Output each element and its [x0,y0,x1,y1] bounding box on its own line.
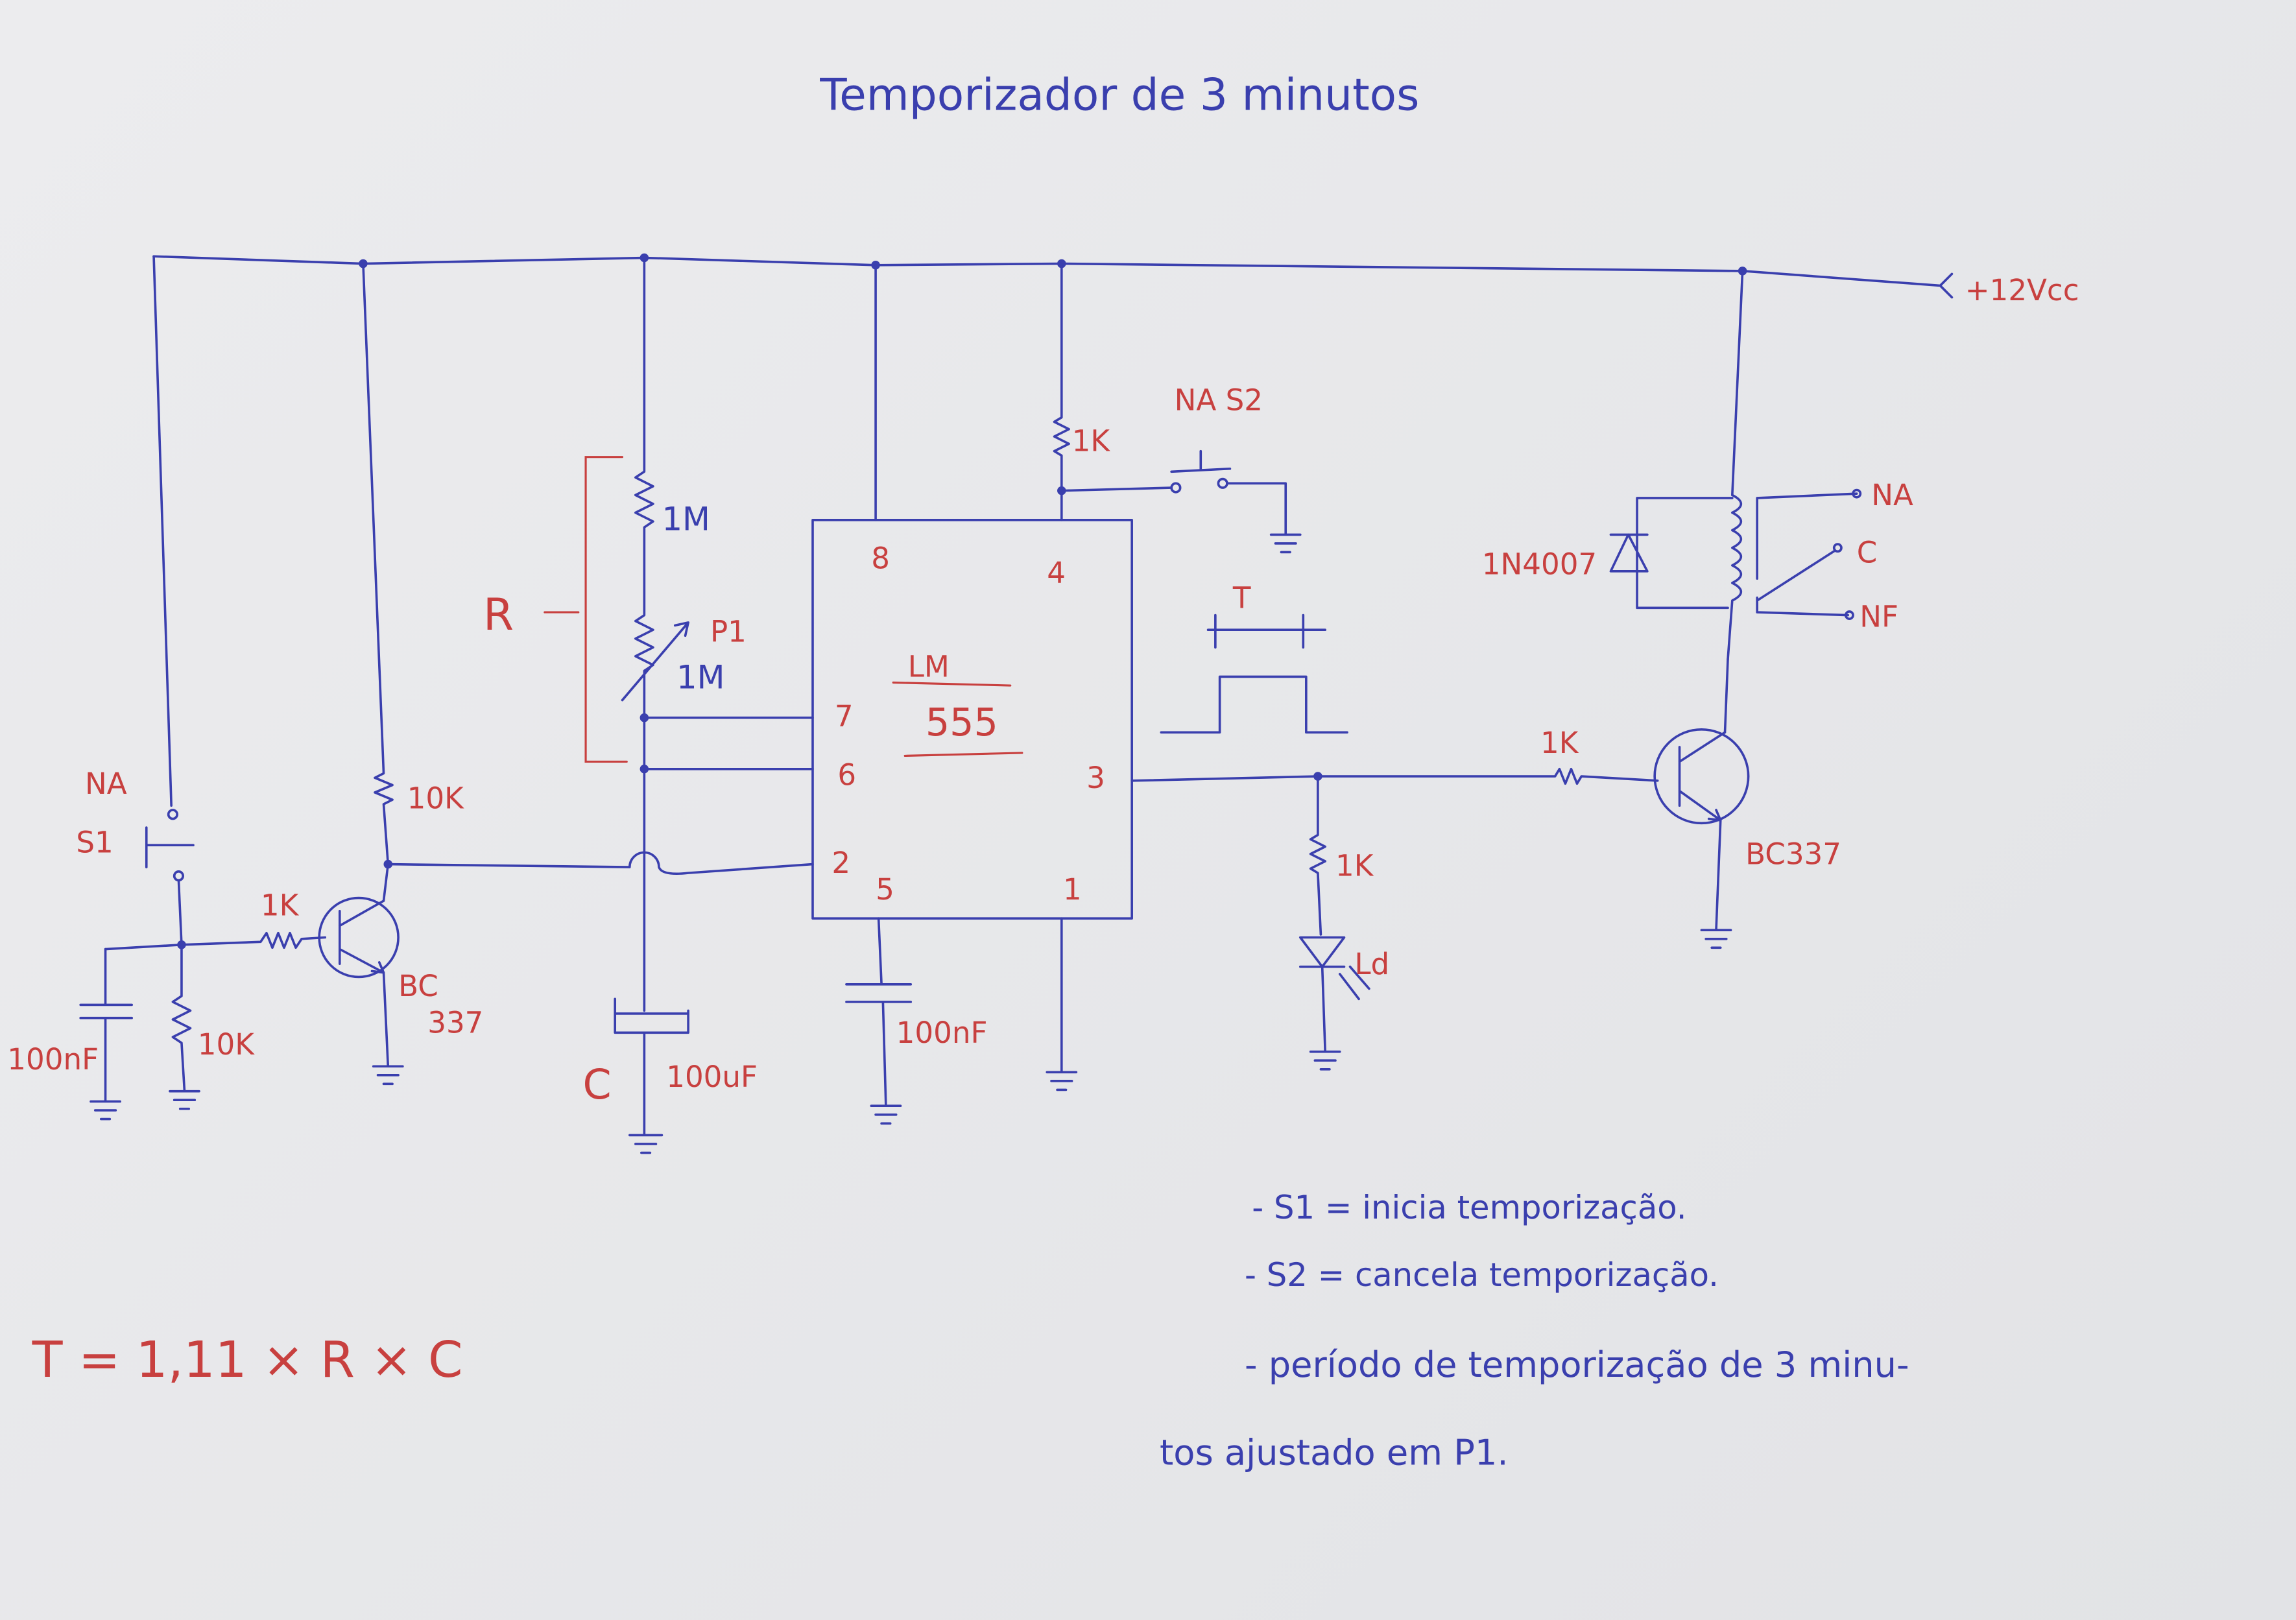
cap-pin5-label: 100nF [896,1016,988,1050]
diode-label: 1N4007 [1482,547,1597,581]
resistor-1m [621,256,814,1012]
pin-8: 8 [871,541,890,575]
cap-left-label: 100nF [7,1042,99,1077]
switch-s2 [1060,449,1302,554]
note-s1: - S1 = inicia temporização. [1252,1189,1686,1226]
led-branch [1298,775,1370,1071]
capacitor-left [79,947,133,1121]
pin-4: 4 [1047,556,1066,590]
relay-na-label: NA [1871,478,1913,512]
pin-5: 5 [876,872,894,907]
s2-label: NA S2 [1175,383,1263,417]
r-base-left-label: 1K [261,888,300,923]
transistor-q2 [1653,658,1750,949]
resistor-pulldown [169,943,200,1110]
switch-s1 [145,255,195,946]
supply-label: +12Vcc [1965,273,2079,307]
pot-label: P1 [710,614,747,649]
r-bracket [544,456,628,763]
r-bracket-label: R [483,589,514,640]
wire-base-left [104,931,327,951]
pin-2: 2 [831,846,850,880]
relay-nf-label: NF [1860,600,1898,634]
led-label: Ld [1354,947,1389,981]
r-collector-label: 10K [407,781,464,816]
pin-7: 7 [835,699,854,733]
r-pulldown-label: 10K [198,1027,255,1062]
capacitor-pin5 [845,917,913,1125]
pin-6: 6 [837,758,856,792]
pulse-waveform [1160,613,1348,734]
pulse-t-label: T [1232,580,1251,615]
relay [1609,270,1862,661]
q2-label: BC337 [1745,837,1841,872]
relay-c-label: C [1857,535,1878,569]
r-pin4-label: 1K [1072,424,1111,459]
wire-pin1-ground [1046,917,1078,1091]
diagram-title: Temporizador de 3 minutos [819,69,1419,120]
cap-c-label: C [583,1060,612,1108]
resistor-pin4 [1053,262,1070,521]
resistor-collector [362,262,394,866]
pin-1: 1 [1063,872,1082,907]
ic-555 [811,518,1133,920]
ic-underline [892,681,1023,757]
note-period: - período de temporização de 3 minu- [1245,1344,1909,1385]
s1-label: S1 [76,825,113,859]
transistor-q1 [318,863,404,1086]
pin-3: 3 [1086,761,1105,795]
supply-rail [152,255,1954,299]
formula: T = 1,11 × R × C [32,1331,463,1389]
q1-number: 337 [427,1005,483,1040]
capacitor-c [614,997,689,1154]
wire-output [1130,767,1659,785]
q1-label: BC [398,969,438,1003]
ic-name-top: LM [908,649,950,684]
cap-c-value: 100uF [666,1060,758,1094]
s1-na-label: NA [85,767,127,801]
pot-value: 1M [676,659,724,697]
ic-name-bottom: 555 [926,700,998,744]
wire-trigger [387,851,814,876]
r-led-label: 1K [1335,849,1374,883]
note-s2: - S2 = cancela temporização. [1245,1256,1719,1294]
r-base-right-label: 1K [1540,726,1579,760]
junction-dots [177,253,1747,949]
note-period-cont: tos ajustado em P1. [1160,1433,1509,1473]
r-1m-label: 1M [662,501,710,538]
